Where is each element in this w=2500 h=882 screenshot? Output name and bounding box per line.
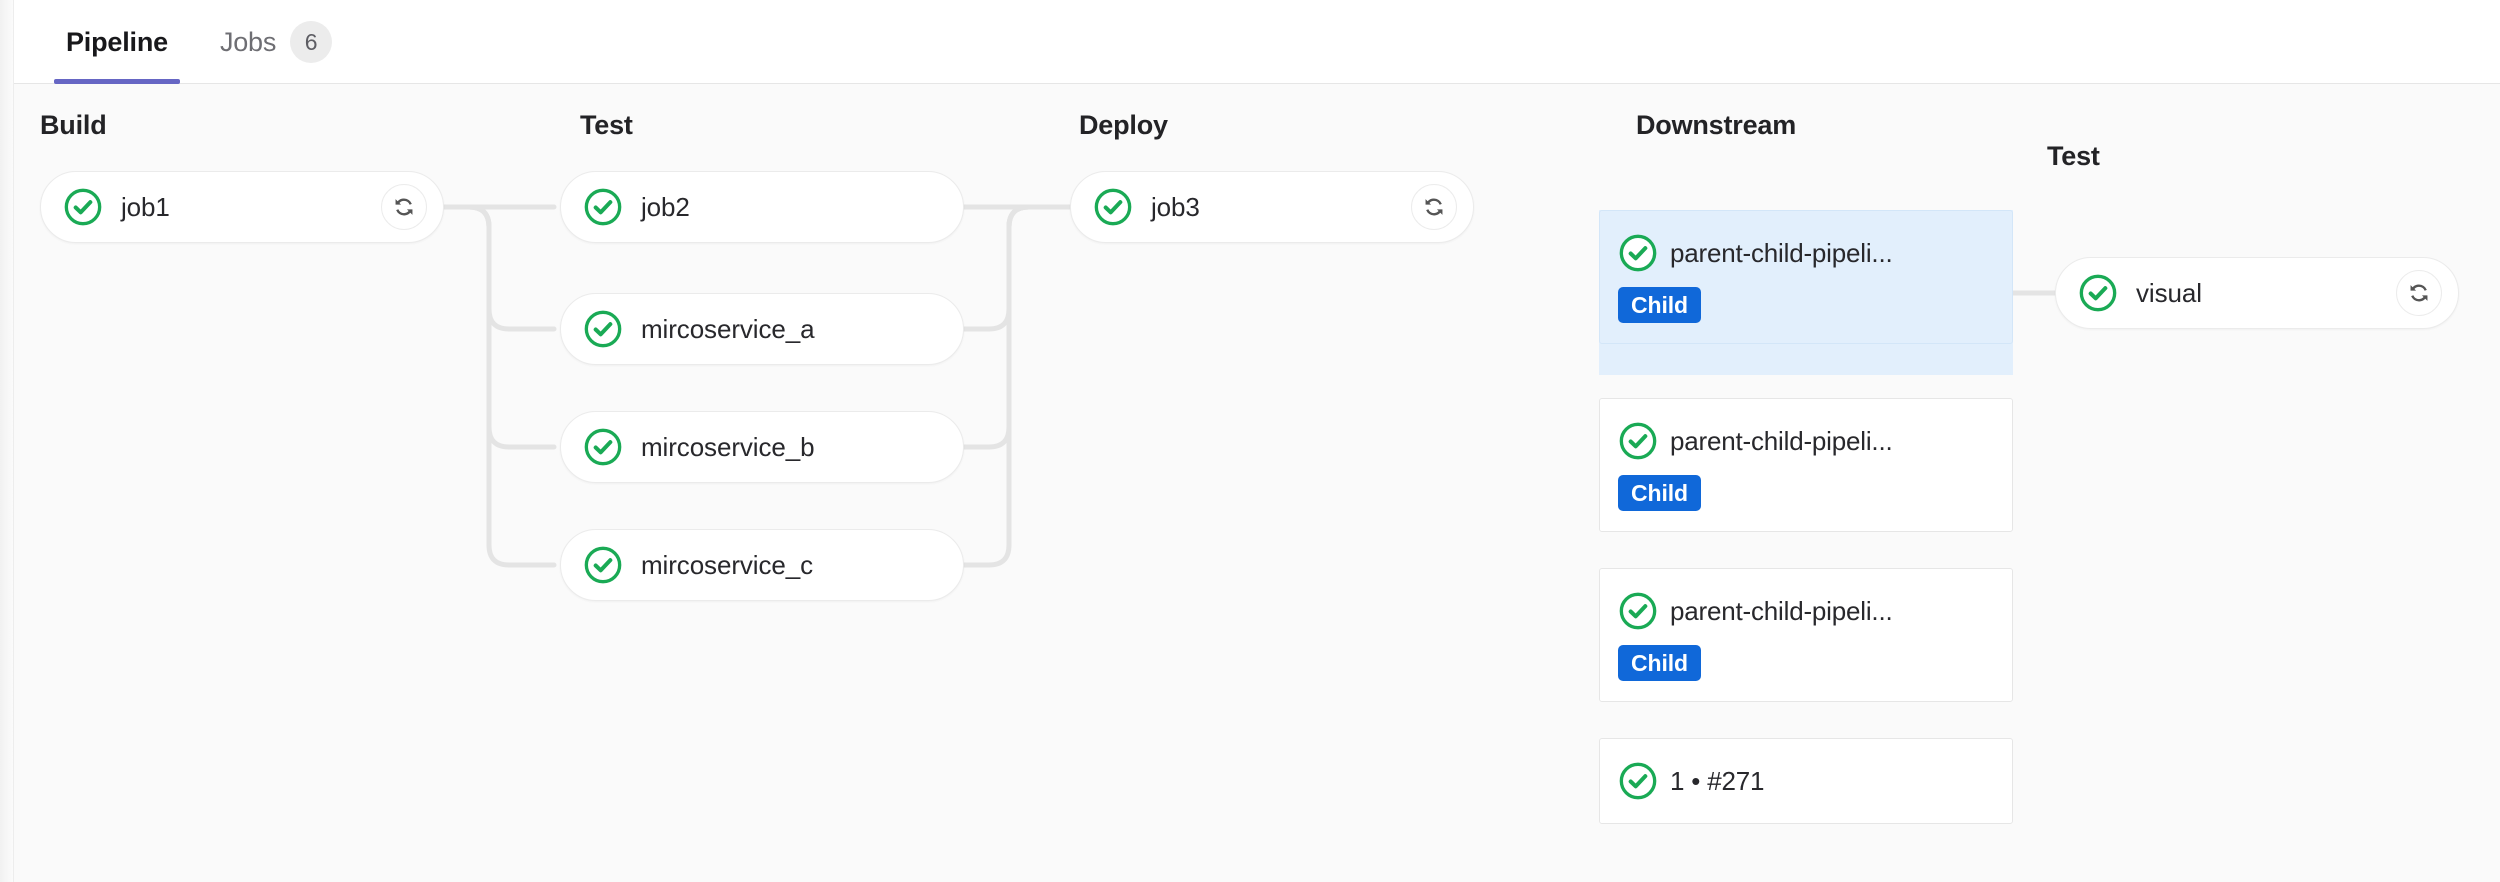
- downstream-card-header: parent-child-pipeli...: [1618, 233, 1994, 273]
- tab-jobs-label: Jobs: [219, 26, 277, 57]
- retry-icon[interactable]: [381, 184, 427, 230]
- retry-icon[interactable]: [1411, 184, 1457, 230]
- downstream-card-4[interactable]: 1 • #271: [1599, 738, 2013, 824]
- job-name-label: mircoservice_a: [641, 313, 815, 344]
- retry-icon-glyph: [2410, 284, 2428, 302]
- stage-title-test: Test: [580, 110, 633, 140]
- page-left-edge: [0, 0, 14, 882]
- stage-title-deploy: Deploy: [1079, 110, 1168, 140]
- downstream-card-2[interactable]: parent-child-pipeli... Child: [1599, 398, 2013, 532]
- check-circle-icon: [584, 188, 622, 226]
- job-name-label: job2: [641, 191, 690, 222]
- retry-icon-glyph: [395, 198, 413, 216]
- job-node-mircoservice-b[interactable]: mircoservice_b: [560, 411, 964, 483]
- job-name-label: mircoservice_c: [641, 549, 813, 580]
- downstream-card-header: 1 • #271: [1618, 761, 1994, 801]
- downstream-card-header: parent-child-pipeli...: [1618, 591, 1994, 631]
- check-circle-icon: [1619, 592, 1657, 630]
- tab-list: Pipeline Jobs 6: [40, 0, 358, 84]
- check-circle-icon: [64, 188, 102, 226]
- downstream-card-1[interactable]: parent-child-pipeli... Child: [1599, 210, 2013, 344]
- pipeline-graph: Build Test Deploy Downstream Test job1: [14, 85, 2500, 882]
- job-name-label: visual: [2136, 277, 2202, 308]
- retry-icon[interactable]: [2396, 270, 2442, 316]
- job-name-label: mircoservice_b: [641, 431, 815, 462]
- tab-jobs[interactable]: Jobs 6: [194, 0, 358, 84]
- downstream-card-title: 1 • #271: [1670, 765, 1765, 796]
- downstream-card-3[interactable]: parent-child-pipeli... Child: [1599, 568, 2013, 702]
- stage-title-downstream: Downstream: [1636, 110, 1797, 140]
- tab-pipeline-label: Pipeline: [66, 26, 168, 57]
- status-badge: Child: [1618, 475, 1701, 511]
- job-node-mircoservice-a[interactable]: mircoservice_a: [560, 293, 964, 365]
- job-name-label: job3: [1151, 191, 1200, 222]
- tab-active-underline: [54, 79, 180, 84]
- job-node-job3[interactable]: job3: [1070, 171, 1474, 243]
- downstream-card-title: parent-child-pipeli...: [1670, 425, 1893, 456]
- check-circle-icon: [2079, 274, 2117, 312]
- check-circle-icon: [1094, 188, 1132, 226]
- status-badge: Child: [1618, 287, 1701, 323]
- job-node-mircoservice-c[interactable]: mircoservice_c: [560, 529, 964, 601]
- tab-pipeline[interactable]: Pipeline: [40, 0, 194, 84]
- check-circle-icon: [584, 428, 622, 466]
- job-node-job2[interactable]: job2: [560, 171, 964, 243]
- check-circle-icon: [1619, 234, 1657, 272]
- check-circle-icon: [584, 310, 622, 348]
- stage-title-child-test: Test: [2047, 141, 2100, 171]
- downstream-card-header: parent-child-pipeli...: [1618, 421, 1994, 461]
- tab-bar: Pipeline Jobs 6: [14, 0, 2500, 84]
- job-name-label: job1: [121, 191, 170, 222]
- status-badge: Child: [1618, 645, 1701, 681]
- jobs-count-badge: 6: [290, 21, 333, 63]
- downstream-card-title: parent-child-pipeli...: [1670, 595, 1893, 626]
- retry-icon-glyph: [1425, 198, 1443, 216]
- check-circle-icon: [1619, 762, 1657, 800]
- stage-title-build: Build: [40, 110, 107, 140]
- job-node-job1[interactable]: job1: [40, 171, 444, 243]
- check-circle-icon: [1619, 422, 1657, 460]
- check-circle-icon: [584, 546, 622, 584]
- job-node-visual[interactable]: visual: [2055, 257, 2459, 329]
- downstream-card-title: parent-child-pipeli...: [1670, 237, 1893, 268]
